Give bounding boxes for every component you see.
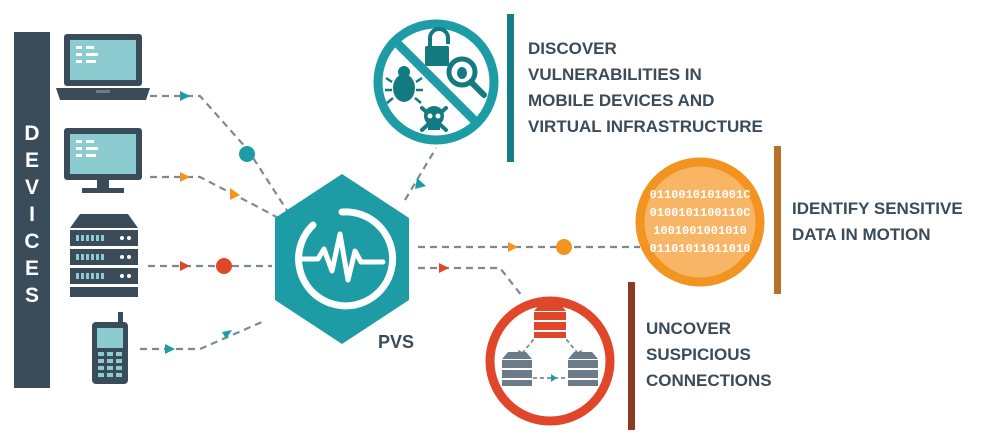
desktop-arrow-icon — [180, 172, 190, 182]
desktop-monitor-icon — [64, 128, 142, 193]
lock-icon — [425, 27, 450, 66]
vulnerability-line-2: VULNERABILITIES IN — [528, 65, 702, 84]
sidebar-letter: D — [24, 122, 39, 145]
devices-sidebar-label: DEVICES — [24, 122, 39, 307]
sidebar-letter: S — [25, 284, 39, 307]
server-dot — [216, 258, 232, 274]
sensitive-data-line-2: DATA IN MOTION — [792, 225, 931, 244]
connections-line-1: UNCOVER — [646, 319, 731, 338]
sensitive-data-dot — [556, 239, 572, 255]
connections-text: UNCOVER SUSPICIOUS CONNECTIONS — [646, 319, 772, 390]
vulnerability-arrow-icon — [415, 178, 426, 189]
sensitive-data-text: IDENTIFY SENSITIVE DATA IN MOTION — [792, 199, 963, 244]
magnifier-bug-icon — [446, 56, 487, 98]
binary-line-2: 0100101100110C — [650, 206, 751, 220]
phone-arrow-icon — [165, 344, 175, 354]
connections-line-2: SUSPICIOUS — [646, 345, 751, 364]
server-arrow-icon — [180, 261, 190, 271]
connections-connection-line — [418, 266, 523, 297]
vulnerability-text: DISCOVER VULNERABILITIES IN MOBILE DEVIC… — [528, 39, 763, 136]
connections-arrow-icon — [439, 263, 449, 273]
desktop-connection-line — [150, 175, 283, 221]
red-server-icon — [534, 304, 566, 338]
sensitive-data-accent-bar — [774, 146, 781, 294]
sidebar-letter: V — [25, 176, 39, 199]
laptop-dot — [239, 146, 255, 162]
gray-server-left-icon — [502, 352, 532, 386]
connections-line-3: CONNECTIONS — [646, 371, 772, 390]
vulnerability-accent-bar — [507, 14, 514, 162]
connections-accent-bar — [628, 282, 635, 430]
laptop-icon — [56, 34, 150, 100]
sidebar-letter: E — [25, 149, 39, 172]
gray-server-right-icon — [568, 352, 598, 386]
mobile-phone-icon — [92, 312, 128, 384]
devices-sidebar: DEVICES — [14, 32, 50, 388]
sensitive-data-line-1: IDENTIFY SENSITIVE — [792, 199, 963, 218]
server-rack-icon — [70, 214, 138, 297]
bug-icon — [385, 66, 423, 104]
vulnerability-badge — [373, 19, 499, 145]
binary-line-4: 01101011011010 — [650, 242, 751, 256]
hub-label: PVS — [378, 332, 414, 352]
sidebar-letter: C — [24, 230, 39, 253]
laptop-arrow-icon — [180, 91, 190, 101]
pvs-hub — [275, 174, 409, 344]
sensitive-data-badge: 0110010101001C 0100101100110C 1001001001… — [635, 157, 765, 287]
phone-connection-line — [140, 320, 263, 351]
connection-lines — [140, 94, 640, 351]
sidebar-letter: I — [29, 203, 35, 226]
sensitive-data-arrow-icon — [508, 242, 518, 252]
desktop-arrow2-icon — [230, 188, 240, 200]
vulnerability-line-1: DISCOVER — [528, 39, 617, 58]
sidebar-letter: E — [25, 257, 39, 280]
phone-arrow2-icon — [222, 330, 232, 339]
binary-line-3: 1001001001010 — [653, 224, 747, 238]
heartbeat-pulse-icon — [295, 208, 397, 310]
laptop-connection-line — [150, 94, 289, 213]
connections-badge — [485, 296, 615, 426]
binary-line-1: 0110010101001C — [650, 188, 751, 202]
flow-markers — [165, 91, 572, 354]
vulnerability-line-4: VIRTUAL INFRASTRUCTURE — [528, 117, 763, 136]
skull-crossbones-icon — [420, 106, 448, 132]
vulnerability-line-3: MOBILE DEVICES AND — [528, 91, 714, 110]
vulnerability-connection-line — [404, 147, 437, 201]
